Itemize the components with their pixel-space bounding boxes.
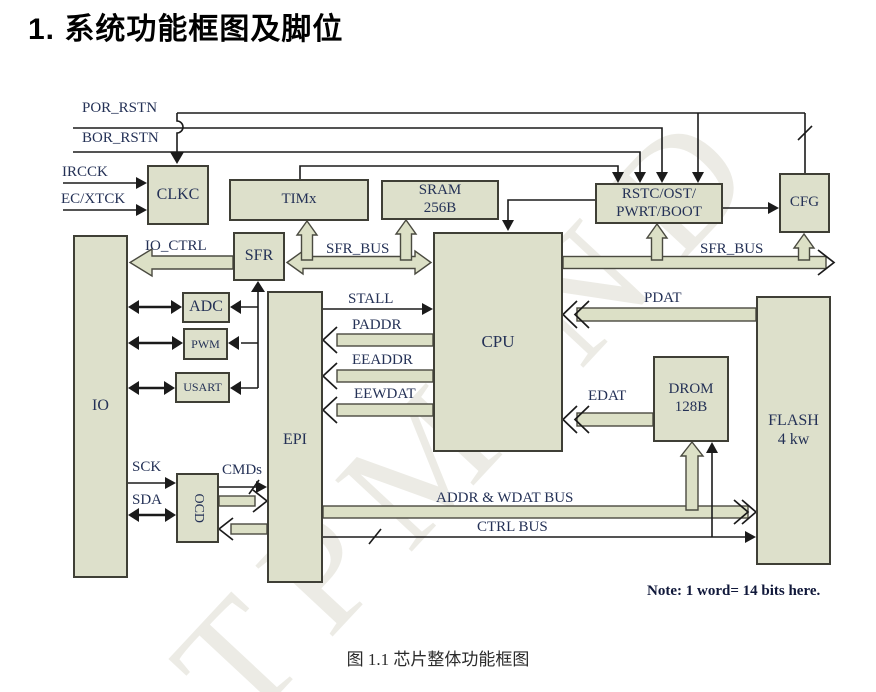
label-pdat: PDAT <box>644 290 682 306</box>
wire-sfr-periph <box>241 292 259 389</box>
fat-buses <box>128 218 827 535</box>
bus-ocd-to-epi <box>218 495 256 507</box>
label-addr-wdat-bus: ADDR & WDAT BUS <box>436 490 574 506</box>
bus-branch-rstc <box>645 222 669 261</box>
bus-eeaddr <box>336 369 434 383</box>
bus-branch-sram <box>394 218 418 261</box>
label-io-ctrl: IO_CTRL <box>145 238 207 254</box>
label-sfr-bus-left: SFR_BUS <box>326 241 390 257</box>
bus-branch-timx <box>295 219 319 261</box>
bus-addr-wdat <box>322 505 749 519</box>
block-cpu: CPU <box>433 232 563 452</box>
thin-wires <box>63 112 813 545</box>
block-epi: EPI <box>267 291 323 583</box>
block-usart: USART <box>175 372 230 403</box>
block-cfg: CFG <box>779 173 830 233</box>
label-stall: STALL <box>348 291 394 307</box>
wire-rstc-cpu <box>507 199 595 220</box>
block-clkc: CLKC <box>147 165 209 225</box>
note-text: Note: 1 word= 14 bits here. <box>647 583 821 599</box>
label-ec-xtck: EC/XTCK <box>61 191 126 207</box>
block-io: IO <box>73 235 128 578</box>
block-sfr: SFR <box>233 232 285 281</box>
bus-edat <box>576 412 654 427</box>
wire-timx-rstc <box>299 165 619 179</box>
bus-paddr <box>336 333 434 347</box>
bus-epi-to-ocd <box>230 523 268 535</box>
label-bor-rstn: BOR_RSTN <box>82 130 159 146</box>
bus-branch-cfg <box>792 232 816 261</box>
label-edat: EDAT <box>588 388 627 404</box>
label-paddr: PADDR <box>352 317 402 333</box>
wire-por-rstn <box>73 127 663 172</box>
block-timx: TIMx <box>229 179 369 221</box>
figure-caption: 图 1.1 芯片整体功能框图 <box>346 650 530 669</box>
label-sda: SDA <box>132 492 163 508</box>
block-rstc-ost-pwrt-boot: RSTC/OST/PWRT/BOOT <box>595 183 723 224</box>
label-ctrl-bus: CTRL BUS <box>477 519 548 535</box>
bus-pdat <box>576 307 757 322</box>
label-sfr-bus-right: SFR_BUS <box>700 241 764 257</box>
label-sck: SCK <box>132 459 162 475</box>
block-adc: ADC <box>182 292 230 323</box>
label-ircck: IRCCK <box>62 164 108 180</box>
wire-clkc-drop <box>176 113 184 153</box>
block-pwm: PWM <box>183 328 228 360</box>
label-eewdat: EEWDAT <box>354 386 416 402</box>
wire-bor-rstn <box>73 151 641 172</box>
solid-arrowheads <box>128 152 779 543</box>
block-ocd: OCD <box>176 473 219 543</box>
label-por-rstn: POR_RSTN <box>82 100 158 116</box>
label-cmds: CMDs <box>222 462 263 478</box>
thick-wires <box>139 305 172 517</box>
page-title: 1. 系统功能框图及脚位 <box>28 13 344 46</box>
bus-eewdat <box>336 403 434 417</box>
bus-sfr-right <box>562 255 827 270</box>
bus-branch-drom <box>679 440 705 511</box>
label-eeaddr: EEADDR <box>352 352 413 368</box>
bus-io-ctrl <box>128 247 234 278</box>
